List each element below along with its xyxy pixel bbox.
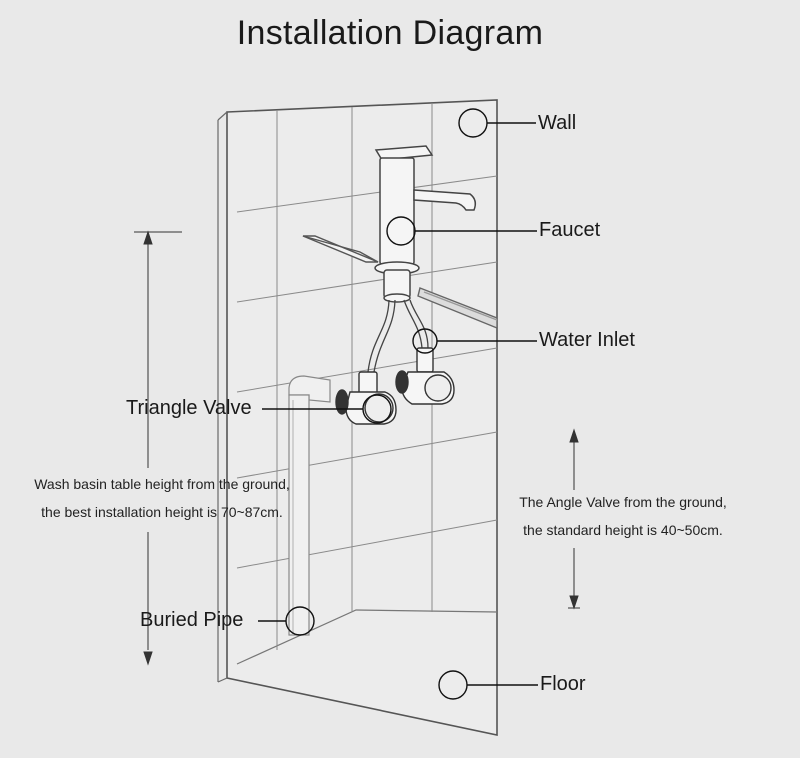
label-wall: Wall: [538, 112, 577, 134]
label-floor: Floor: [540, 673, 586, 695]
label-triangle-valve: Triangle Valve: [126, 397, 252, 419]
buried-pipe: [288, 375, 331, 636]
water-inlet-marker: [412, 328, 537, 354]
flex-hoses: [367, 299, 429, 373]
basin-height-note-line2: the best installation height is 70~87cm.: [41, 504, 283, 520]
buried-pipe-marker: [258, 606, 315, 636]
angle-valve-height-dimension: [568, 428, 580, 610]
floor-marker: [438, 670, 538, 700]
angle-valves: [335, 347, 455, 425]
basin-countertop: [302, 235, 498, 330]
wall-tiles: [236, 103, 498, 650]
basin-height-note: Wash basin table height from the ground,…: [12, 470, 312, 526]
label-buried-pipe: Buried Pipe: [140, 609, 244, 631]
page-title: Installation Diagram: [236, 14, 544, 52]
angle-valve-height-note-line1: The Angle Valve from the ground,: [519, 494, 727, 510]
angle-valve-height-note: The Angle Valve from the ground, the sta…: [498, 488, 748, 544]
triangle-valve-marker: [262, 394, 392, 424]
wall-marker: [458, 108, 536, 138]
label-faucet: Faucet: [539, 219, 601, 241]
basin-height-dimension: [134, 230, 182, 666]
label-water-inlet: Water Inlet: [539, 329, 635, 351]
angle-valve-height-note-line2: the standard height is 40~50cm.: [523, 522, 723, 538]
basin-height-note-line1: Wash basin table height from the ground,: [34, 476, 290, 492]
faucet-marker: [386, 216, 537, 246]
